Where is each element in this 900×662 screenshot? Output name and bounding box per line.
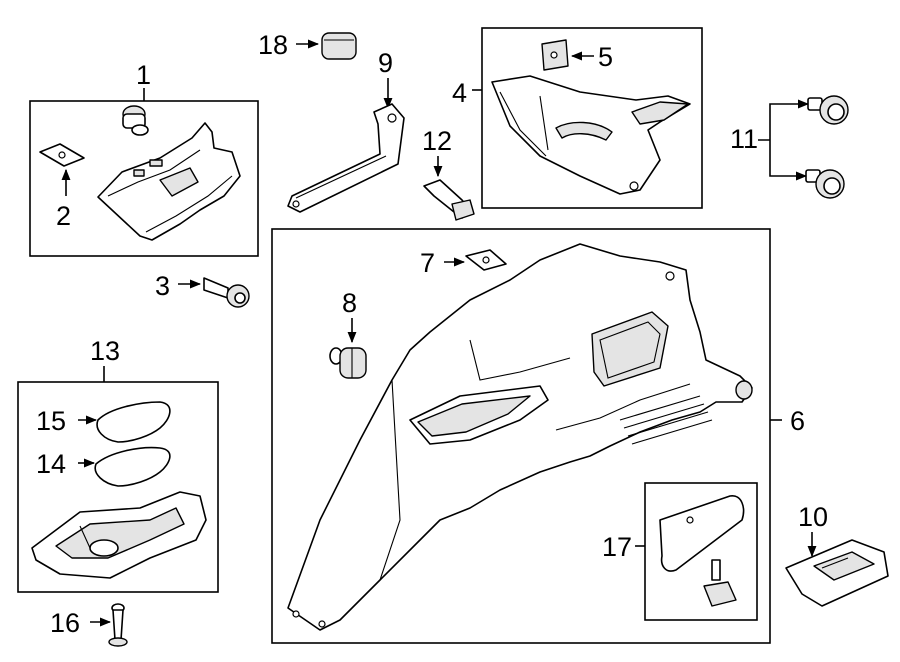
clip-part-7 <box>465 249 507 271</box>
lower-trim-panel-part <box>491 75 691 195</box>
callout-15: 15 <box>36 406 66 436</box>
callout-16: 16 <box>50 608 80 638</box>
bracket-part-9 <box>287 78 405 213</box>
callout-14: 14 <box>36 449 66 479</box>
group-4-box <box>481 27 703 209</box>
callout-3: 3 <box>155 271 170 301</box>
fastener-part-17 <box>703 559 737 607</box>
callout-11-bracket <box>758 103 778 177</box>
group-6-box <box>271 228 771 644</box>
group-1-upper-trim-panel <box>29 88 259 257</box>
callout-1: 1 <box>136 60 151 90</box>
callout-17: 17 <box>602 532 632 562</box>
clip-part-5 <box>541 39 569 71</box>
callout-9: 9 <box>378 48 393 78</box>
group-17-box <box>644 482 758 621</box>
callout-4: 4 <box>452 78 467 108</box>
push-pin-part-12 <box>423 156 475 221</box>
callout-7: 7 <box>420 248 435 278</box>
clip-part-2 <box>39 143 85 167</box>
group-4-lower-trim-panel <box>472 27 703 209</box>
access-cover-part <box>659 495 745 572</box>
bumper-part <box>122 105 149 136</box>
group-6-quarter-trim-panel <box>271 228 782 644</box>
callout-2: 2 <box>56 201 71 231</box>
quarter-trim-panel-part <box>287 243 753 631</box>
group-13-storage-tray <box>17 366 219 593</box>
callout-13: 13 <box>90 336 120 366</box>
fastener-part-11-upper <box>807 95 849 125</box>
upper-trim-panel-part <box>97 122 241 241</box>
latch-part-10 <box>785 532 889 607</box>
callout-6: 6 <box>790 406 805 436</box>
cover-part-15 <box>96 401 171 443</box>
cover-part-14 <box>94 446 171 487</box>
group-13-box <box>17 381 219 593</box>
fastener-group-11 <box>758 95 849 199</box>
group-17-access-cover <box>635 482 758 621</box>
plug-part-18 <box>296 32 357 60</box>
callout-11: 11 <box>730 124 758 154</box>
callout-8: 8 <box>342 288 357 318</box>
pin-part-16 <box>90 603 128 647</box>
storage-tray-part <box>31 491 207 579</box>
callout-10: 10 <box>798 502 828 532</box>
callout-5: 5 <box>598 42 613 72</box>
callout-12: 12 <box>422 126 452 156</box>
screw-part-3 <box>178 277 250 308</box>
bumper-part-8 <box>329 347 367 379</box>
fastener-part-11-lower <box>805 169 845 199</box>
callout-18: 18 <box>258 30 288 60</box>
